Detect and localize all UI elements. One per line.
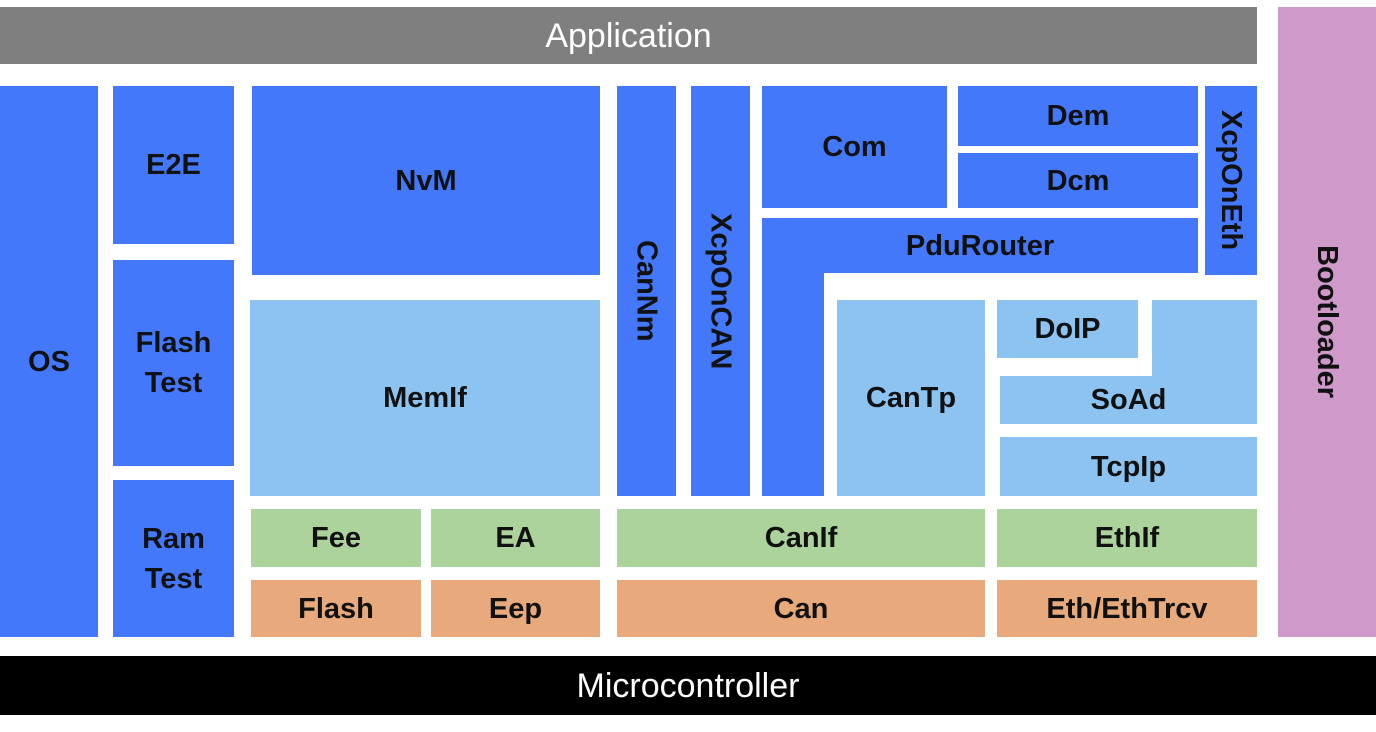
pdu-router-block: PduRouter: [762, 218, 1198, 273]
xcp-on-can-label: XcpOnCAN: [704, 212, 737, 370]
canif-label: CanIf: [764, 522, 838, 554]
memif-label: MemIf: [383, 382, 467, 414]
xcp-on-eth-label: XcpOnEth: [1215, 110, 1247, 251]
memif-block: MemIf: [250, 300, 600, 496]
fee-block: Fee: [251, 509, 421, 567]
ram-test-block: Ram Test: [113, 480, 234, 637]
eth-trcv-block: Eth/EthTrcv: [997, 580, 1257, 637]
eep-label: Eep: [488, 592, 543, 625]
eep-block: Eep: [431, 580, 600, 637]
can-label: Can: [773, 592, 829, 625]
e2e-label: E2E: [146, 149, 201, 181]
cannm-label: CanNm: [630, 240, 663, 342]
application-layer: Application: [0, 7, 1257, 64]
doip-label: DoIP: [1034, 313, 1101, 345]
flash-test-block: Flash Test: [113, 260, 234, 466]
microcontroller-label: Microcontroller: [576, 666, 800, 705]
com-label: Com: [822, 131, 887, 163]
cannm-block: CanNm: [617, 86, 676, 496]
xcp-on-can-block: XcpOnCAN: [691, 86, 750, 496]
tcpip-block: TcpIp: [1000, 437, 1257, 496]
soad-label: SoAd: [1090, 384, 1167, 416]
tcpip-label: TcpIp: [1090, 450, 1167, 483]
ethif-label: EthIf: [1094, 522, 1160, 554]
dcm-block: Dcm: [958, 153, 1198, 208]
dem-block: Dem: [958, 86, 1198, 146]
ethif-block: EthIf: [997, 509, 1257, 567]
bootloader-label: Bootloader: [1311, 245, 1343, 399]
can-block: Can: [617, 580, 985, 637]
application-label: Application: [545, 16, 712, 55]
microcontroller-layer: Microcontroller: [0, 656, 1376, 715]
ea-block: EA: [431, 509, 600, 567]
fee-label: Fee: [311, 522, 361, 554]
os-block: OS: [0, 86, 98, 637]
cantp-block: CanTp: [837, 300, 985, 496]
eth-trcv-label: Eth/EthTrcv: [1046, 592, 1208, 625]
nvm-block: NvM: [252, 86, 600, 275]
cantp-label: CanTp: [865, 382, 957, 414]
com-block: Com: [762, 86, 947, 208]
doip-block: DoIP: [997, 300, 1138, 358]
ea-label: EA: [495, 522, 536, 554]
flash-block: Flash: [251, 580, 421, 637]
nvm-label: NvM: [395, 164, 457, 197]
pdu-router-label: PduRouter: [905, 229, 1055, 262]
bootloader-block: Bootloader: [1278, 7, 1376, 637]
xcp-on-eth-block: XcpOnEth: [1205, 86, 1257, 275]
flash-test-label: Flash Test: [135, 327, 212, 399]
ram-test-label: Ram Test: [142, 522, 205, 595]
dcm-label: Dcm: [1046, 164, 1110, 197]
canif-block: CanIf: [617, 509, 985, 567]
e2e-block: E2E: [113, 86, 234, 244]
dem-label: Dem: [1046, 100, 1110, 132]
flash-label: Flash: [298, 592, 374, 625]
soad-block: SoAd: [1000, 376, 1257, 424]
os-label: OS: [28, 345, 70, 378]
